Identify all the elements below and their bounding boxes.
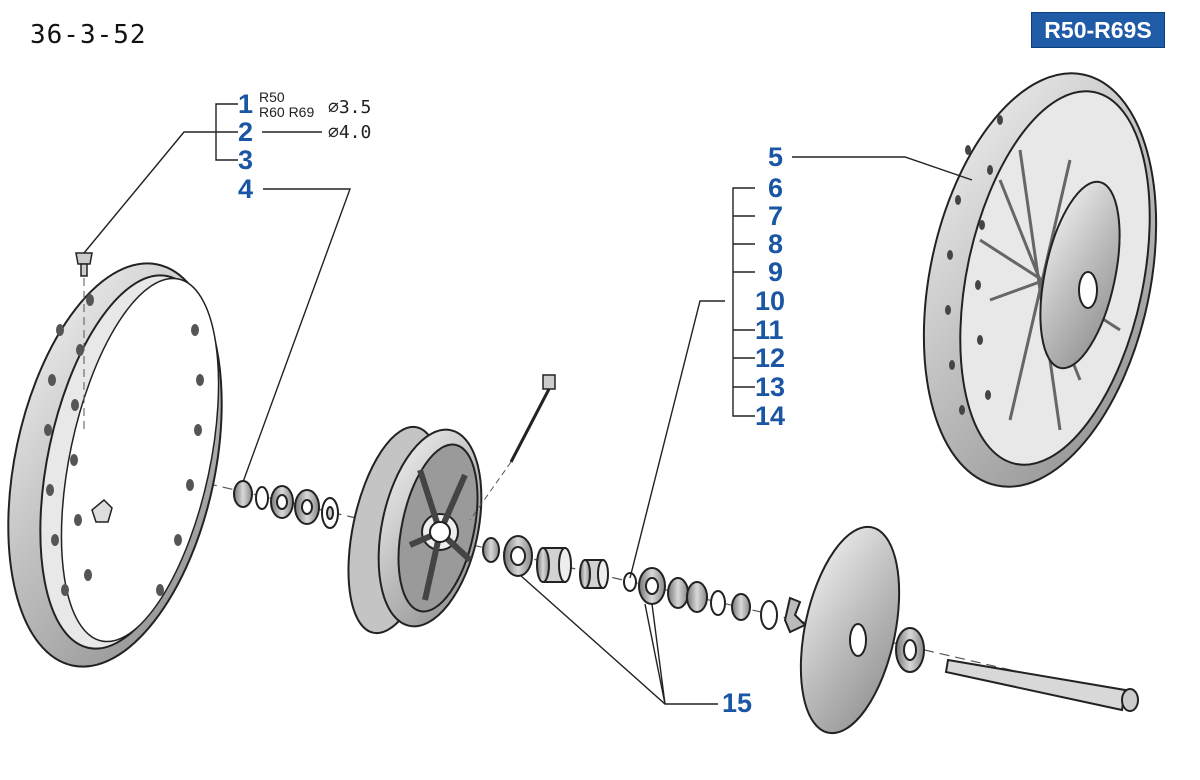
note-r60-r69: R60 R69	[259, 104, 315, 120]
callout-5[interactable]: 5	[768, 142, 784, 172]
grease-bolt	[509, 374, 556, 463]
callout-13[interactable]: 13	[755, 372, 786, 402]
callout-10[interactable]: 10	[755, 286, 786, 316]
left-bearing-stack	[233, 480, 339, 529]
axle-shaft	[944, 658, 1139, 712]
callout-4[interactable]: 4	[238, 174, 254, 204]
model-range-badge: R50-R69S	[1031, 12, 1165, 48]
axle-nut	[895, 627, 925, 673]
callout-6[interactable]: 6	[768, 173, 784, 203]
page-code: 36-3-52	[30, 20, 147, 50]
callout-11[interactable]: 11	[755, 315, 784, 345]
callout-12[interactable]: 12	[755, 343, 786, 373]
callout-7[interactable]: 7	[768, 201, 784, 231]
note-r50: R50	[259, 89, 285, 105]
note-diameter-40: ∅4.0	[328, 122, 372, 143]
brake-cover-plate	[799, 525, 901, 735]
spoke-clip	[91, 498, 113, 523]
leader-lines	[83, 103, 973, 705]
callout-3[interactable]: 3	[238, 145, 254, 175]
callout-9[interactable]: 9	[768, 257, 784, 287]
assembled-wheel	[922, 72, 1158, 488]
callout-1[interactable]: 1	[238, 89, 254, 119]
callout-15[interactable]: 15	[722, 688, 753, 718]
note-diameter-35: ∅3.5	[328, 97, 372, 118]
callout-2[interactable]: 2	[238, 117, 254, 147]
callout-14[interactable]: 14	[755, 401, 786, 431]
callout-8[interactable]: 8	[768, 229, 784, 259]
valve-nipple	[75, 252, 93, 277]
wheel-hub	[347, 425, 483, 635]
left-rim	[7, 262, 223, 668]
right-bearing-stack	[482, 535, 807, 634]
